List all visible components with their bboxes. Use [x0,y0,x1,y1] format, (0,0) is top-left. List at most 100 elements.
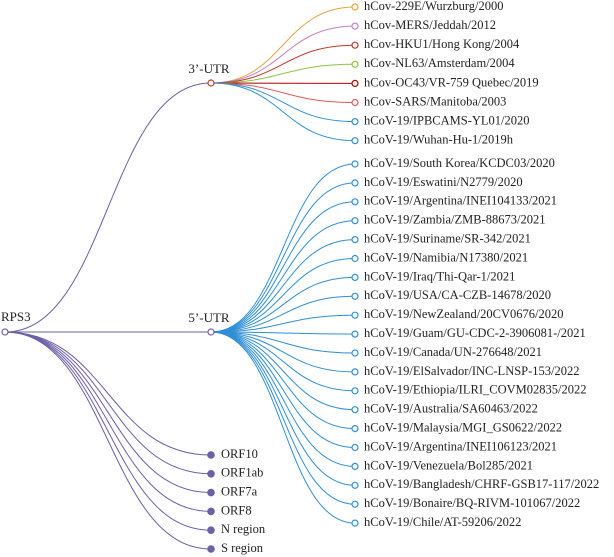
edge-region [4,331,212,531]
leaf-node[interactable] [351,406,359,414]
leaf-node[interactable] [351,41,359,49]
leaf-node[interactable] [351,160,359,168]
leaf-node[interactable] [351,292,359,300]
leaf-node[interactable] [351,60,359,68]
leaf-node[interactable] [351,330,359,338]
leaf-label: hCoV-19/Canada/UN-276648/2021 [364,345,542,359]
region-node[interactable] [207,469,215,478]
tree-labels: RPS3 hCov-229E/Wurzburg/2000 hCov-MERS/Jed… [1,0,599,555]
leaf-node[interactable] [351,22,359,30]
leaf-node[interactable] [351,98,359,107]
region-node[interactable] [207,451,215,459]
leaf-label: hCoV-19/Bonaire/BQ-RIVM-101067/2022 [364,496,580,510]
region-node[interactable] [207,507,215,516]
edge-leaf [210,331,356,373]
leaf-label: hCoV-19/Guam/GU-CDC-2-3906081-/2021 [364,326,586,340]
leaf-node[interactable] [351,179,359,187]
edge-leaf [210,258,356,333]
edge-leaf [210,331,356,392]
leaf-node[interactable] [351,236,359,244]
leaf-node[interactable] [351,217,359,225]
edge-leaf [210,331,356,335]
leaf-label: hCoV-19/NewZealand/20CV0676/2020 [364,307,564,321]
leaf-node[interactable] [351,368,359,376]
leaf-node[interactable] [351,137,359,145]
leaf-node[interactable] [351,387,359,395]
edge-leaf [210,182,356,333]
edge-leaf [210,331,356,448]
region-label: ORF8 [221,503,252,517]
edge-leaf [210,331,356,411]
edge-leaf [210,331,356,354]
edge-leaf [210,6,356,84]
edge-leaf [210,44,356,84]
leaf-node[interactable] [351,349,359,357]
leaf-label: hCoV-19/Bangladesh/CHRF-GSB17-117/2022 [364,477,599,491]
leaf-label: hCoV-19/Argentina/INEI106123/2021 [364,439,557,453]
leaf-label: hCov-NL63/Amsterdam/2004 [364,56,515,70]
leaf-node[interactable] [351,425,359,433]
edge-leaf [210,331,356,467]
leaf-label: hCoV-19/IPBCAMS-YL01/2020 [364,113,530,127]
leaf-node[interactable] [351,481,359,489]
leaf-node[interactable] [351,254,359,263]
edge-leaf [210,314,356,333]
leaf-label: hCov-229E/Wurzburg/2000 [364,0,504,13]
leaf-label: hCov-SARS/Manitoba/2003 [364,94,506,108]
edge-leaf [210,331,356,486]
leaf-node[interactable] [351,3,359,11]
edge-leaf [210,82,356,123]
root-node[interactable] [1,328,9,336]
edge-leaf [210,82,356,103]
three-utr-label: 3’-UTR [188,61,229,76]
edge-region [4,331,212,494]
region-node[interactable] [207,545,215,553]
leaf-label: hCoV-19/Malaysia/MGI_GS0622/2022 [364,420,562,434]
leaf-label: hCoV-19/Namibia/N17380/2021 [364,250,528,264]
leaf-node[interactable] [351,519,359,527]
edge-leaf [210,63,356,84]
region-label: S region [221,541,264,555]
region-node[interactable] [207,526,215,535]
edge-leaf [210,276,356,333]
leaf-node[interactable] [351,462,359,470]
region-label: ORF7a [221,484,258,498]
leaf-node[interactable] [351,198,359,206]
leaf-label: hCoV-19/Argentina/INEI104133/2021 [364,194,557,208]
three-utr-node[interactable] [207,79,215,87]
edge-leaf [210,201,356,333]
edge-leaf [210,331,356,430]
edge-leaf [210,163,356,333]
leaf-label: hCoV-19/South Korea/KCDC03/2020 [364,156,555,170]
region-label: ORF1ab [221,466,263,480]
leaf-label: hCoV-19/Eswatini/N2779/2020 [364,175,523,189]
five-utr-label: 5’-UTR [188,310,229,325]
five-utr-node[interactable] [207,328,215,336]
leaf-label: hCoV-19/ElSalvador/INC-LNSP-153/2022 [364,364,580,378]
edge-leaf [210,331,356,505]
leaf-label: hCoV-19/Suriname/SR-342/2021 [364,231,531,245]
leaf-label: hCoV-19/Ethiopia/ILRI_COVM02835/2022 [364,383,586,397]
root-label: RPS3 [1,309,31,324]
leaf-node[interactable] [351,273,359,281]
leaf-label: hCov-HKU1/Hong Kong/2004 [364,37,520,51]
edge-leaf [210,295,356,333]
leaf-label: hCoV-19/Wuhan-Hu-1/2019h [364,133,514,147]
leaf-node[interactable] [351,311,359,319]
tree-nodes [1,3,359,553]
tree-edges [4,6,356,550]
region-label: ORF10 [221,447,258,461]
leaf-label: hCov-OC43/VR-759 Quebec/2019 [364,75,539,89]
edge-leaf [210,82,356,142]
leaf-node[interactable] [351,500,359,508]
leaf-label: hCoV-19/Iraq/Thi-Qar-1/2021 [364,269,515,283]
leaf-label: hCoV-19/Zambia/ZMB-88673/2021 [364,213,545,227]
leaf-node[interactable] [351,443,359,452]
leaf-label: hCov-MERS/Jeddah/2012 [364,18,496,32]
leaf-label: hCoV-19/USA/CA-CZB-14678/2020 [364,288,551,302]
region-label: N region [221,522,266,536]
leaf-node[interactable] [351,79,359,88]
leaf-node[interactable] [351,117,359,126]
region-node[interactable] [207,488,215,497]
